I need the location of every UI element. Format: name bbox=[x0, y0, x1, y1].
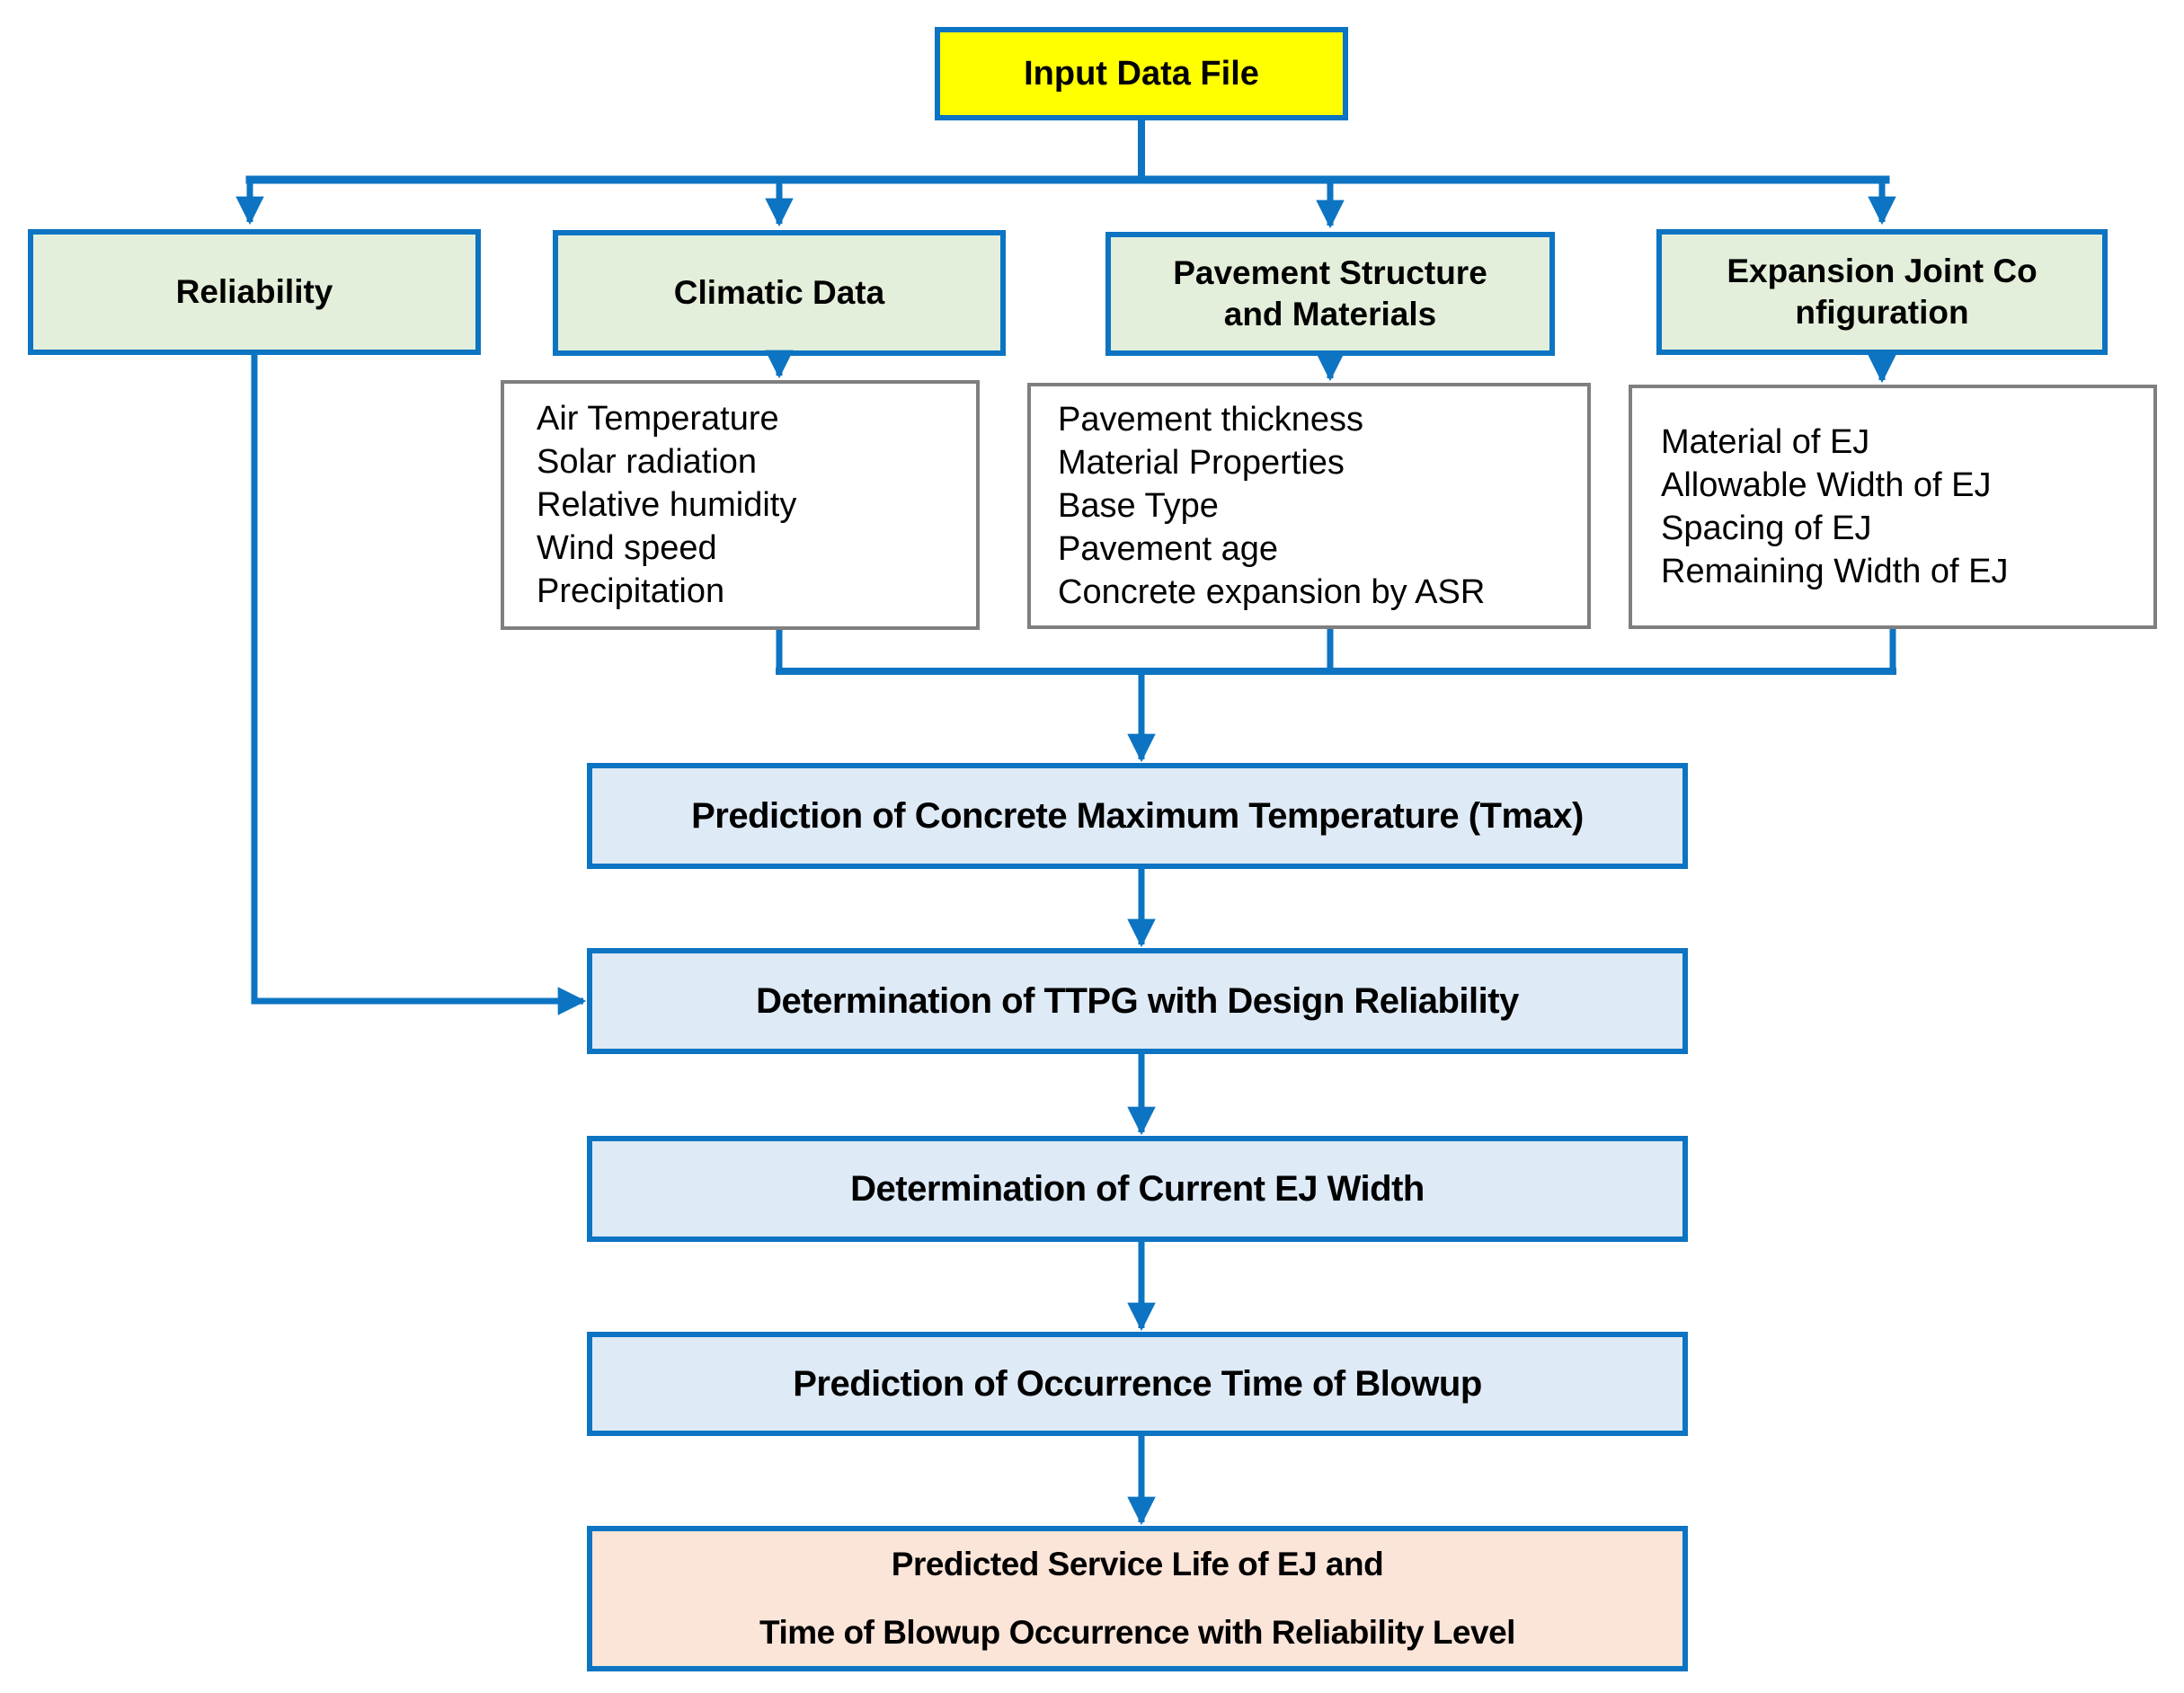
detail-item: Wind speed bbox=[537, 529, 717, 567]
branch-box-climatic-data: Climatic Data bbox=[553, 230, 1006, 356]
input-data-file-box: Input Data File bbox=[935, 27, 1348, 120]
detail-box-pavement: Pavement thickness Material Properties B… bbox=[1027, 383, 1591, 629]
detail-item: Base Type bbox=[1058, 487, 1219, 525]
branch-reliability-label: Reliability bbox=[175, 273, 333, 310]
process-box-ttpg-determination: Determination of TTPG with Design Reliab… bbox=[587, 948, 1688, 1054]
process-blowup-label: Prediction of Occurrence Time of Blowup bbox=[793, 1363, 1482, 1404]
detail-box-expansion-joint: Material of EJ Allowable Width of EJ Spa… bbox=[1629, 385, 2157, 629]
result-box: Predicted Service Life of EJ and Time of… bbox=[587, 1526, 1688, 1671]
detail-item: Spacing of EJ bbox=[1661, 510, 1872, 547]
branch-pavement-label-line1: Pavement Structure bbox=[1173, 254, 1487, 291]
detail-item: Concrete expansion by ASR bbox=[1058, 573, 1486, 611]
branch-box-reliability: Reliability bbox=[28, 229, 481, 355]
detail-item: Pavement thickness bbox=[1058, 401, 1364, 439]
detail-item: Relative humidity bbox=[537, 486, 797, 524]
detail-item: Solar radiation bbox=[537, 443, 758, 481]
detail-item: Allowable Width of EJ bbox=[1661, 466, 1992, 504]
detail-item: Precipitation bbox=[537, 572, 725, 610]
detail-box-pavement-list: Pavement thickness Material Properties B… bbox=[1031, 398, 1485, 614]
process-ttpg-label: Determination of TTPG with Design Reliab… bbox=[756, 980, 1519, 1021]
result-label-line2: Time of Blowup Occurrence with Reliabili… bbox=[759, 1614, 1515, 1651]
result-label-line1: Predicted Service Life of EJ and bbox=[891, 1546, 1384, 1582]
branch-expansion-label-line2: nfiguration bbox=[1795, 294, 1969, 331]
branch-box-pavement-structure: Pavement Structure and Materials bbox=[1105, 232, 1555, 356]
process-box-tmax-prediction: Prediction of Concrete Maximum Temperatu… bbox=[587, 763, 1688, 869]
detail-item: Material of EJ bbox=[1661, 423, 1870, 461]
process-box-blowup-time-prediction: Prediction of Occurrence Time of Blowup bbox=[587, 1332, 1688, 1436]
branch-box-expansion-joint: Expansion Joint Co nfiguration bbox=[1656, 229, 2108, 355]
detail-item: Pavement age bbox=[1058, 530, 1279, 568]
process-tmax-label: Prediction of Concrete Maximum Temperatu… bbox=[691, 795, 1584, 836]
detail-item: Remaining Width of EJ bbox=[1661, 553, 2009, 590]
process-ej-width-label: Determination of Current EJ Width bbox=[850, 1168, 1425, 1209]
branch-expansion-label-line1: Expansion Joint Co bbox=[1727, 253, 2038, 289]
detail-box-climatic: Air Temperature Solar radiation Relative… bbox=[501, 380, 980, 630]
detail-box-climatic-list: Air Temperature Solar radiation Relative… bbox=[504, 397, 796, 613]
branch-climatic-label: Climatic Data bbox=[673, 274, 885, 311]
detail-box-expansion-list: Material of EJ Allowable Width of EJ Spa… bbox=[1632, 421, 2009, 593]
input-data-file-label: Input Data File bbox=[1024, 54, 1259, 93]
detail-item: Material Properties bbox=[1058, 444, 1345, 482]
detail-item: Air Temperature bbox=[537, 400, 779, 438]
branch-pavement-label-line2: and Materials bbox=[1223, 296, 1437, 332]
process-box-current-ej-width: Determination of Current EJ Width bbox=[587, 1136, 1688, 1242]
